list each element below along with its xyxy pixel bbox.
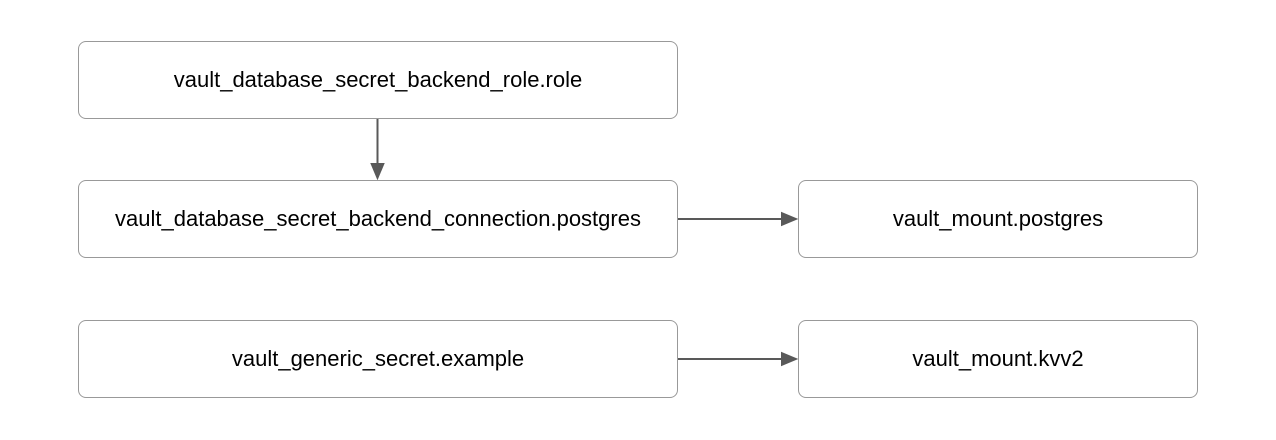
arrowhead-down-icon [370, 163, 385, 181]
edge-generic-secret-to-mount-kvv2 [678, 351, 799, 367]
node-vault-database-secret-backend-role[interactable]: vault_database_secret_backend_role.role [78, 41, 678, 119]
node-vault-generic-secret-example[interactable]: vault_generic_secret.example [78, 320, 678, 398]
node-label: vault_database_secret_backend_connection… [115, 205, 641, 231]
node-vault-database-secret-backend-connection[interactable]: vault_database_secret_backend_connection… [78, 180, 678, 258]
edge-role-to-connection [370, 119, 385, 181]
node-label: vault_mount.kvv2 [912, 345, 1084, 371]
edge-connection-to-mount-postgres [678, 211, 799, 227]
node-label: vault_mount.postgres [892, 205, 1104, 231]
arrowhead-right-icon [781, 351, 799, 367]
arrowhead-right-icon [781, 211, 799, 227]
node-label: vault_database_secret_backend_role.role [173, 66, 583, 92]
node-vault-mount-kvv2[interactable]: vault_mount.kvv2 [798, 320, 1198, 398]
node-label: vault_generic_secret.example [231, 345, 525, 371]
node-vault-mount-postgres[interactable]: vault_mount.postgres [798, 180, 1198, 258]
